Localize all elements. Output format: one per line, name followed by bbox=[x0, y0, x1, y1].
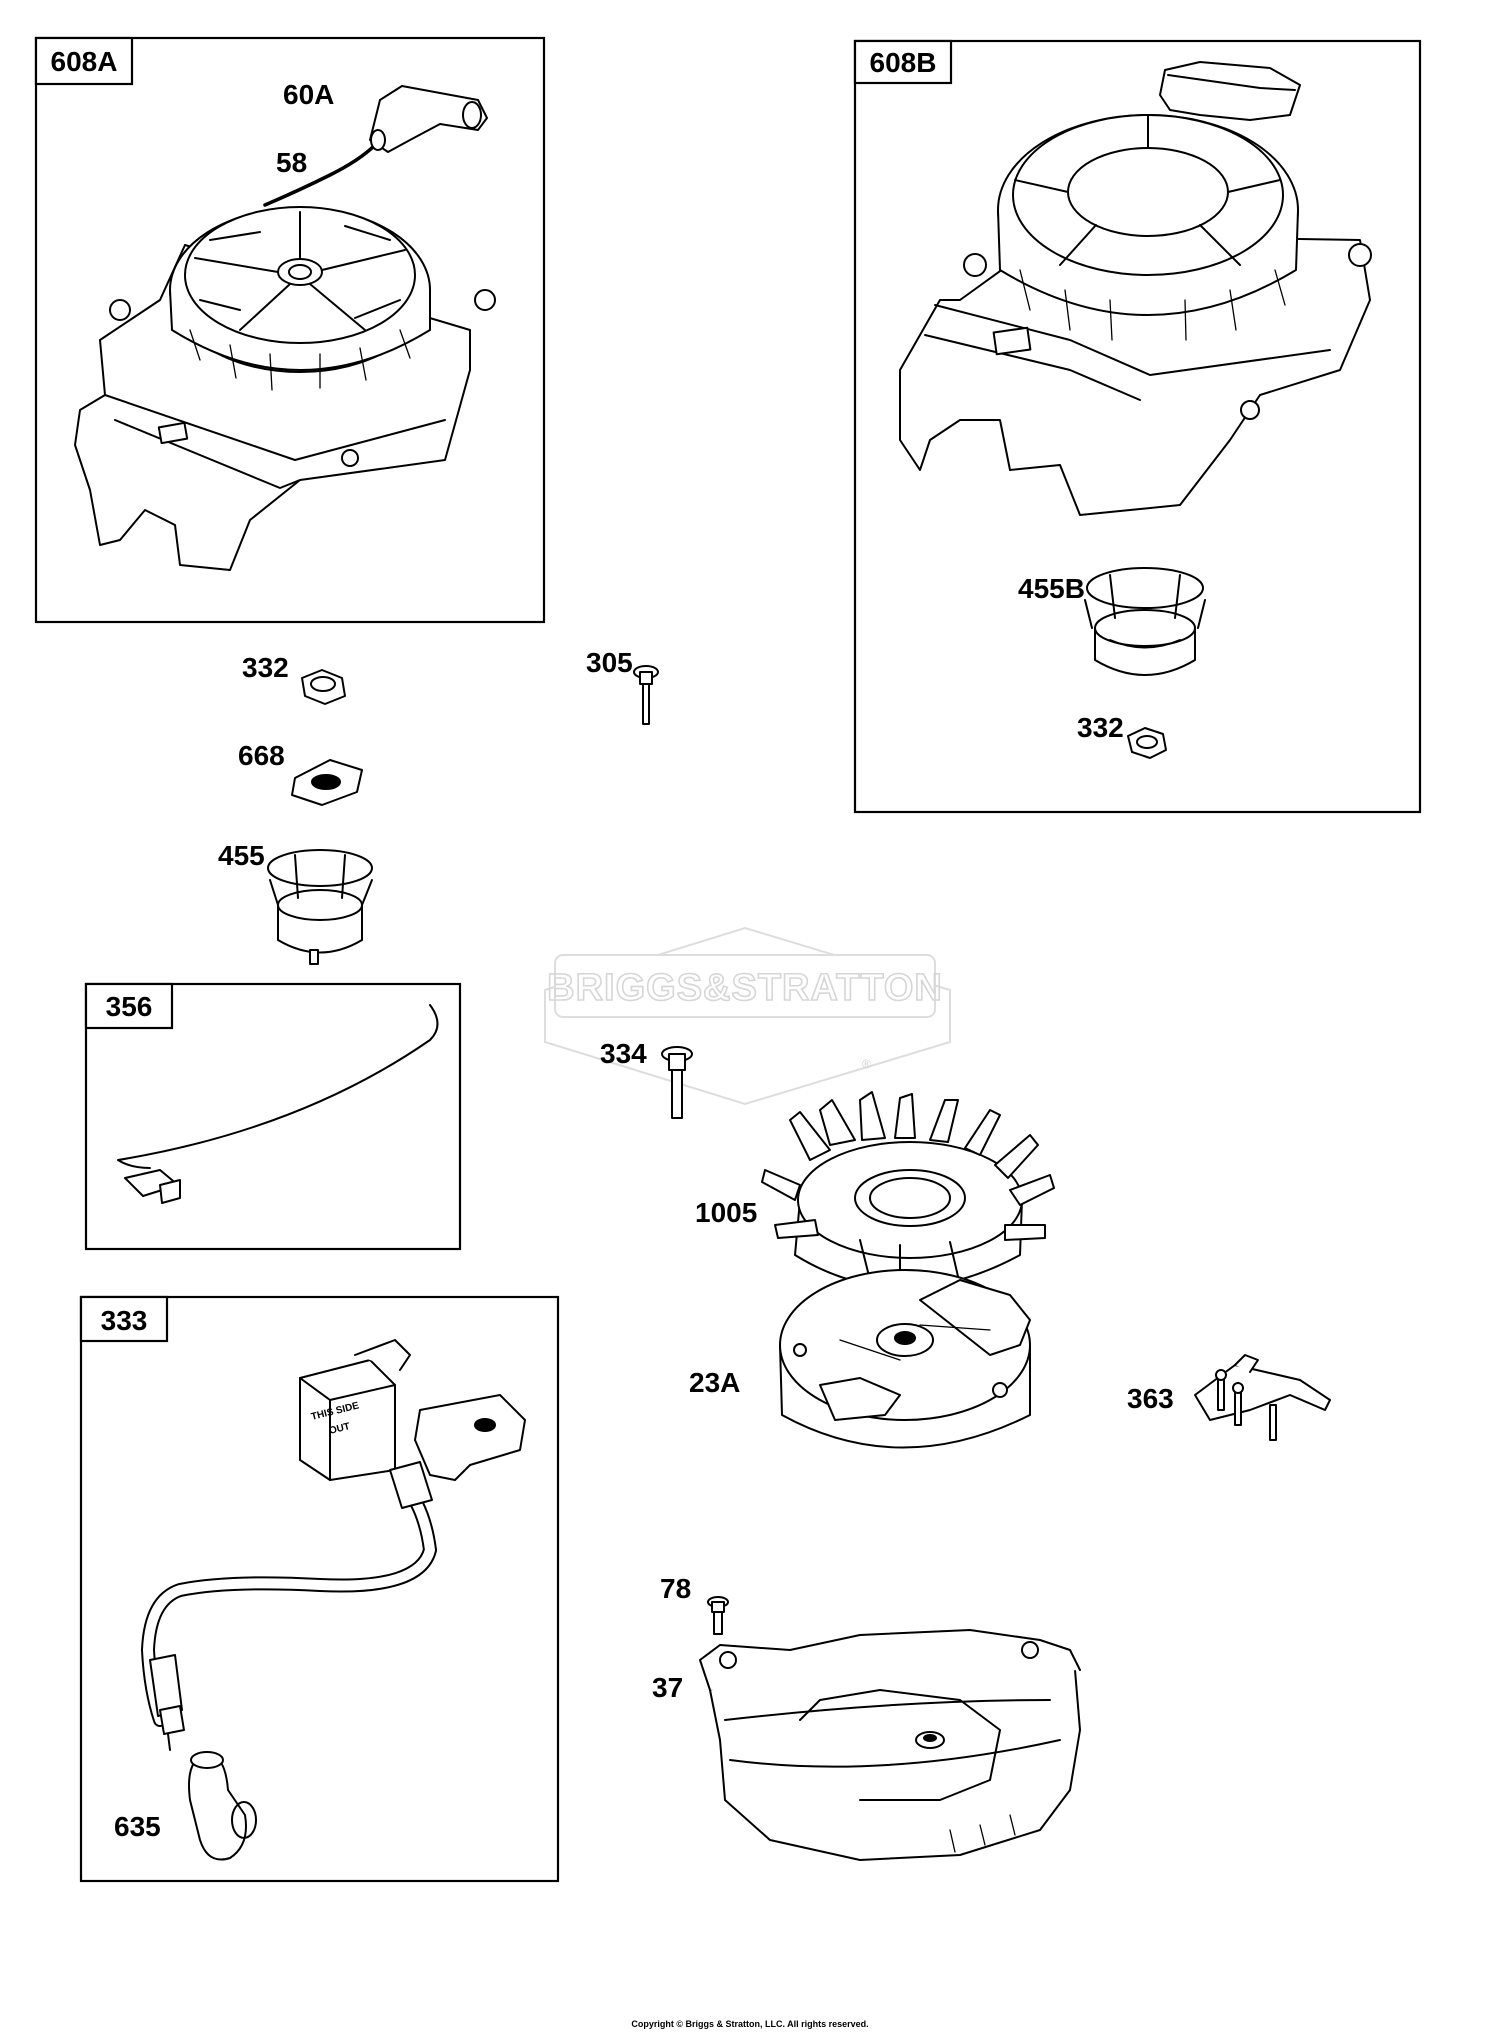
callout-635: 635 bbox=[114, 1811, 161, 1842]
bracket-363 bbox=[1194, 1354, 1331, 1441]
callout-37: 37 bbox=[652, 1672, 683, 1703]
ignition-coil-333: THIS SIDE OUT bbox=[141, 1339, 526, 1751]
callout-78: 78 bbox=[660, 1573, 691, 1604]
callout-363: 363 bbox=[1127, 1383, 1174, 1414]
starter-cup-455 bbox=[267, 849, 373, 965]
callout-455B: 455B bbox=[1018, 573, 1085, 604]
box-356: 356 bbox=[84, 982, 462, 1251]
box-label-356: 356 bbox=[106, 991, 153, 1022]
box-608A: 608A bbox=[34, 36, 546, 624]
callout-60A: 60A bbox=[283, 79, 334, 110]
spark-plug-boot-635 bbox=[188, 1751, 257, 1861]
flywheel-fan-1005 bbox=[761, 1091, 1055, 1291]
callout-1005: 1005 bbox=[695, 1197, 757, 1228]
starter-cup-455B bbox=[1084, 567, 1206, 676]
box-333: 333 bbox=[79, 1295, 560, 1883]
screw-305 bbox=[633, 665, 659, 725]
callout-668: 668 bbox=[238, 740, 285, 771]
callout-23A: 23A bbox=[689, 1367, 740, 1398]
box-label-608A: 608A bbox=[51, 46, 118, 77]
copyright-notice: Copyright © Briggs & Stratton, LLC. All … bbox=[631, 2019, 869, 2029]
rewind-starter-608A bbox=[74, 85, 496, 571]
box-label-608B: 608B bbox=[870, 47, 937, 78]
nut-332-left bbox=[301, 669, 346, 705]
callout-455: 455 bbox=[218, 840, 265, 871]
watermark-registered-mark: ® bbox=[862, 1057, 871, 1071]
screw-78 bbox=[707, 1596, 729, 1635]
rewind-starter-608B bbox=[899, 61, 1372, 516]
box-label-333: 333 bbox=[101, 1305, 148, 1336]
flywheel-23A bbox=[779, 1269, 1031, 1449]
callout-58: 58 bbox=[276, 147, 307, 178]
callout-334: 334 bbox=[600, 1038, 647, 1069]
callout-332-left: 332 bbox=[242, 652, 289, 683]
coil-marking-out: OUT bbox=[328, 1421, 351, 1437]
washer-668 bbox=[291, 759, 363, 806]
briggs-stratton-watermark: BRIGGS&STRATTON ® bbox=[544, 926, 951, 1106]
ground-wire-356 bbox=[117, 1004, 439, 1204]
box-608B: 608B bbox=[853, 39, 1422, 814]
screw-334 bbox=[661, 1046, 693, 1119]
nut-332-right bbox=[1127, 727, 1167, 759]
blower-housing-37 bbox=[699, 1629, 1081, 1861]
callout-305: 305 bbox=[586, 647, 633, 678]
callout-332-right: 332 bbox=[1077, 712, 1124, 743]
watermark-brand: BRIGGS&STRATTON bbox=[547, 967, 943, 1009]
